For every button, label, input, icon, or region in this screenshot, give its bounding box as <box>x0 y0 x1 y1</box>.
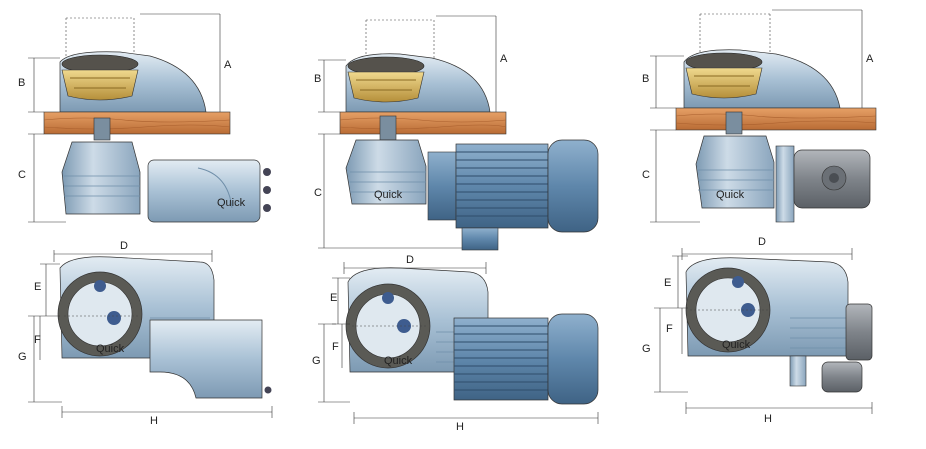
view-2-top-plan: Quick D E F G H <box>312 254 599 433</box>
dim-label-h: H <box>150 415 158 427</box>
brand-mark: Quick <box>217 197 246 209</box>
brand-mark-plan: Quick <box>722 339 751 351</box>
brand-mark-plan: Quick <box>96 343 125 355</box>
dim-label-h: H <box>764 413 772 425</box>
dim-label-g: G <box>312 355 321 367</box>
view-1-side-elevation: Quick A B C <box>18 13 271 223</box>
view-2-side-elevation: Quick A B C <box>314 15 599 251</box>
brand-mark-plan: Quick <box>384 355 413 367</box>
dim-label-f: F <box>34 334 41 346</box>
view-1-top-plan: Quick D E F G H <box>18 240 273 427</box>
dim-label-d: D <box>406 254 414 266</box>
dim-label-e: E <box>664 277 671 289</box>
dim-label-f: F <box>332 341 339 353</box>
dim-label-g: G <box>642 343 651 355</box>
dim-label-h: H <box>456 421 464 433</box>
view-3-side-elevation: Quick A B C <box>642 9 877 223</box>
brand-mark: Quick <box>374 189 403 201</box>
view-3-top-plan: Quick D E F G H <box>642 236 873 425</box>
dim-label-e: E <box>330 292 337 304</box>
dim-label-b: B <box>18 77 25 89</box>
dim-label-a: A <box>224 59 232 71</box>
deck-plank <box>675 107 877 131</box>
dim-label-d: D <box>120 240 128 252</box>
dim-label-c: C <box>18 169 26 181</box>
gearbox <box>61 141 141 215</box>
dim-label-f: F <box>666 323 673 335</box>
long-motor <box>455 143 549 229</box>
dim-label-a: A <box>866 53 874 65</box>
dim-label-a: A <box>500 53 508 65</box>
gypsy-drum <box>61 69 139 101</box>
dim-label-d: D <box>758 236 766 248</box>
dim-label-b: B <box>314 73 321 85</box>
dim-label-c: C <box>314 187 322 199</box>
dim-label-b: B <box>642 73 649 85</box>
deck-plank <box>43 111 231 135</box>
motor-plan <box>149 319 263 399</box>
dim-label-e: E <box>34 281 41 293</box>
dim-label-c: C <box>642 169 650 181</box>
deck-plank <box>339 111 507 135</box>
brand-mark: Quick <box>716 189 745 201</box>
hydraulic-motor-plan <box>845 303 873 361</box>
dim-label-g: G <box>18 351 27 363</box>
